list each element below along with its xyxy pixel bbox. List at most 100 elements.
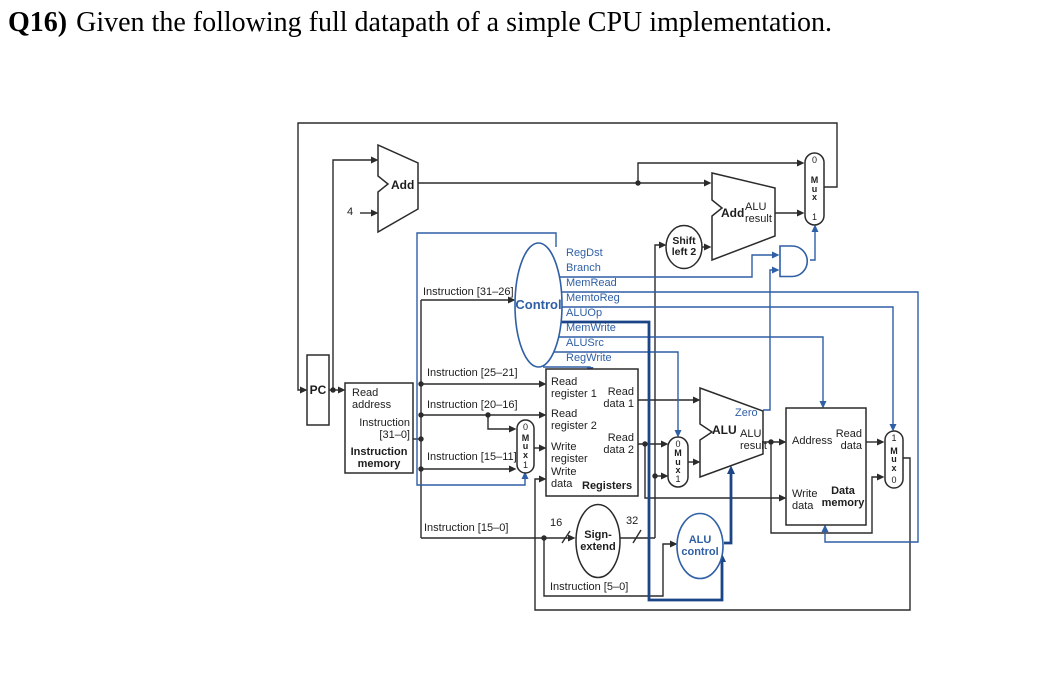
instr-15-0-label: Instruction [15–0] <box>424 522 509 534</box>
wire-memread-signal <box>559 291 919 543</box>
pcsrc-mux: 0 M u x 1 <box>805 153 824 225</box>
sign-extend-oval <box>575 503 621 579</box>
wire-memtoreg-signal <box>561 306 897 432</box>
wire-signext-to-shift <box>654 241 667 538</box>
read-register-1-label: Read register 1 <box>551 376 597 400</box>
question-text: Given the following full datapath of a s… <box>76 7 832 38</box>
regdst-mux-0: 0 <box>522 422 528 432</box>
dmem-read-data-label: Read data <box>835 428 862 452</box>
wire-instr-20-16-to-mux <box>487 415 517 433</box>
signal-regdst-label: RegDst <box>566 247 603 259</box>
wire-memwrite-signal <box>556 336 827 409</box>
shift-left-2-label: Shift left 2 <box>671 235 697 258</box>
slash-16-bit <box>561 530 571 544</box>
dmem-address-label: Address <box>792 435 833 447</box>
instr-5-0-label: Instruction [5–0] <box>550 581 629 593</box>
instr-31-26-label: Instruction [31–26] <box>423 286 514 298</box>
read-data-2-label: Read data 2 <box>603 432 634 456</box>
alusrc-mux-0: 0 <box>675 439 681 449</box>
signal-aluop-label: ALUOp <box>566 307 603 319</box>
signal-branch-label: Branch <box>566 262 601 274</box>
read-register-2-label: Read register 2 <box>551 408 597 432</box>
alusrc-mux-1: 1 <box>675 474 681 484</box>
pcsrc-mux-letters: M u x <box>810 175 819 203</box>
signal-memtoreg-label: MemtoReg <box>566 292 620 304</box>
instr-15-11-label: Instruction [15–11] <box>427 451 517 463</box>
alusrc-mux: 0 M u x 1 <box>668 437 688 487</box>
alu-control-oval <box>676 512 724 580</box>
wire-pc-to-add <box>332 156 379 390</box>
wire-alucontrol-to-alu <box>724 465 735 545</box>
instr-25-21-label: Instruction [25–21] <box>427 367 518 379</box>
control-label: Control <box>515 297 562 312</box>
wire-regdst-signal <box>416 232 557 486</box>
alu-control-label: ALU control <box>681 534 719 558</box>
dmem-name-label: Data memory <box>821 485 865 509</box>
wire-aluop-signal <box>559 320 726 602</box>
pcsrc-mux-1: 1 <box>811 212 817 222</box>
read-data-1-label: Read data 1 <box>603 386 634 410</box>
wire-regwrite-signal <box>543 366 594 375</box>
wire-and-to-pcsrc-mux <box>810 224 819 261</box>
regdst-mux-1: 1 <box>522 460 528 470</box>
pc-adder-label: Add <box>391 178 415 192</box>
wire-zero-to-and <box>763 266 780 411</box>
data-memory-box <box>785 407 867 526</box>
memtoreg-mux-shape <box>884 430 904 489</box>
alu-name-label: ALU <box>712 423 737 437</box>
imem-read-address-label: Read address <box>352 387 392 411</box>
memtoreg-mux: 1 M u x 0 <box>885 431 903 488</box>
alusrc-mux-shape <box>667 436 689 488</box>
wire-read-data-2-to-dmem <box>644 444 787 502</box>
dmem-write-data-label: Write data <box>792 488 818 512</box>
instr-20-16-label: Instruction [20–16] <box>427 399 518 411</box>
imem-name-label: Instruction memory <box>350 446 408 470</box>
regdst-mux: 0 M u x 1 <box>517 420 534 473</box>
signal-memwrite-label: MemWrite <box>566 322 616 334</box>
alu-result-label: ALU result <box>740 428 767 452</box>
pc-adder-increment-label: 4 <box>347 206 354 218</box>
slash-32-bit <box>632 529 642 544</box>
sign-extend-label: Sign- extend <box>580 529 616 553</box>
registers-box <box>545 368 639 497</box>
pc-label: PC <box>309 382 327 397</box>
signal-memread-label: MemRead <box>566 277 617 289</box>
branch-adder-label: Add <box>721 206 745 220</box>
regdst-mux-letters: M u x <box>521 432 530 460</box>
wire-pcsrc-mux-to-pc <box>297 122 838 394</box>
shift-left-2-oval <box>665 224 703 270</box>
pcsrc-mux-shape <box>804 152 825 226</box>
pc-box <box>306 354 330 426</box>
question-title: Q16)Given the following full datapath of… <box>8 4 832 42</box>
registers-name-label: Registers <box>582 480 633 492</box>
alu-zero-label: Zero <box>735 407 758 419</box>
width-16-label: 16 <box>550 517 563 529</box>
and-gate <box>779 245 808 278</box>
memtoreg-mux-1: 1 <box>891 433 897 443</box>
registers-write-data-label: Write data <box>551 466 577 490</box>
alusrc-mux-letters: M u x <box>674 448 682 476</box>
regdst-mux-shape <box>516 419 535 474</box>
width-32-label: 32 <box>626 515 639 527</box>
memtoreg-mux-letters: M u x <box>890 445 898 473</box>
wire-branch-signal <box>557 251 780 278</box>
signal-alusrc-label: ALUSrc <box>566 337 604 349</box>
pcsrc-mux-0: 0 <box>811 155 817 165</box>
pc-adder-shape <box>377 143 419 234</box>
imem-instruction-out-label: Instruction [31–0] <box>359 417 410 441</box>
write-register-label: Write register <box>551 441 588 465</box>
memtoreg-mux-0: 0 <box>891 475 897 485</box>
alu-shape <box>699 386 764 479</box>
signal-regwrite-label: RegWrite <box>566 352 612 364</box>
instruction-memory-box <box>344 382 414 474</box>
branch-adder-shape <box>711 172 776 262</box>
wire-writeback <box>534 457 911 611</box>
branch-adder-result-label: ALU result <box>745 201 772 225</box>
control-oval <box>514 242 563 368</box>
junction-dots <box>330 180 774 541</box>
wire-alusrc-signal <box>552 351 682 438</box>
wire-instr-5-0 <box>543 538 678 597</box>
